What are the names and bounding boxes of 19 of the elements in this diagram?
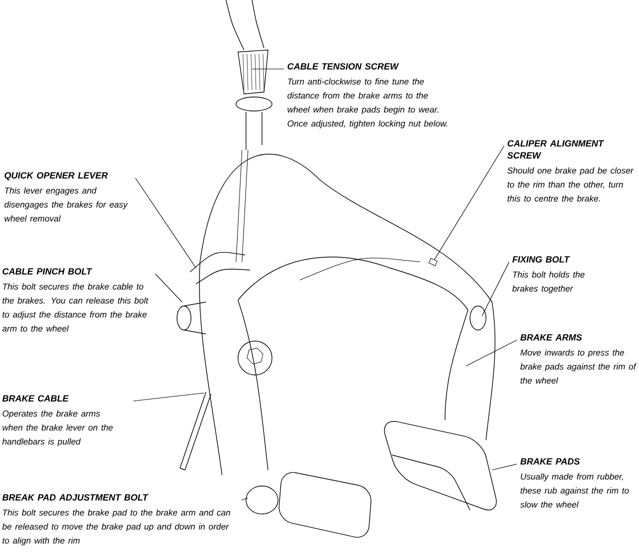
callout-text: BRAKE ARMS Move inwards to press the brake pads against the rim of the wheel (520, 334, 637, 384)
callout-text: FIXING BOLT This bolt holds the brakes together (512, 256, 584, 294)
callout-text: CABLE PINCH BOLT This bolt secures the brake cable to the brakes. You can release this bolt to adjust the distance from the brake arm to the wheel (2, 268, 148, 332)
leader-line (252, 68, 284, 70)
callout-text: CALIPER ALIGNMENT SCREW Should one brake pad be closer to the rim than the other, turn this to centre the brake. (507, 140, 634, 202)
adjustment-screw (428, 258, 438, 266)
leader-line (434, 146, 504, 260)
callout-text: BRAKE CABLE Operates the brake arms when the brake lever on the handlebars is pulled (2, 395, 113, 446)
leader-line (492, 464, 518, 470)
leader-line (482, 262, 510, 316)
callout-text: CABLE TENSION SCREW Turn anti-clockwise to fine tune the distance from the brake arms to the wheel when brake pads begin to wear. Once adjusted, tighten locking nut below. (288, 63, 448, 128)
leader-line (466, 340, 518, 366)
leader-line (135, 178, 196, 268)
leader-line (155, 274, 182, 302)
leader-line (133, 392, 204, 402)
callout-text: BRAKE PADS Usually made from rubber, these rub against the rim to slow the wheel (520, 458, 629, 508)
callout-text: QUICK OPENER LEVER This lever engages and disengages the brakes for easy wheel removal (4, 172, 128, 222)
leader-line (241, 498, 248, 500)
callout-text: BREAK PAD ADJUSTMENT BOLT This bolt secures the brake pad to the brake arm and can be released to move the brake pad up and down in order to align with the rim (2, 494, 230, 546)
